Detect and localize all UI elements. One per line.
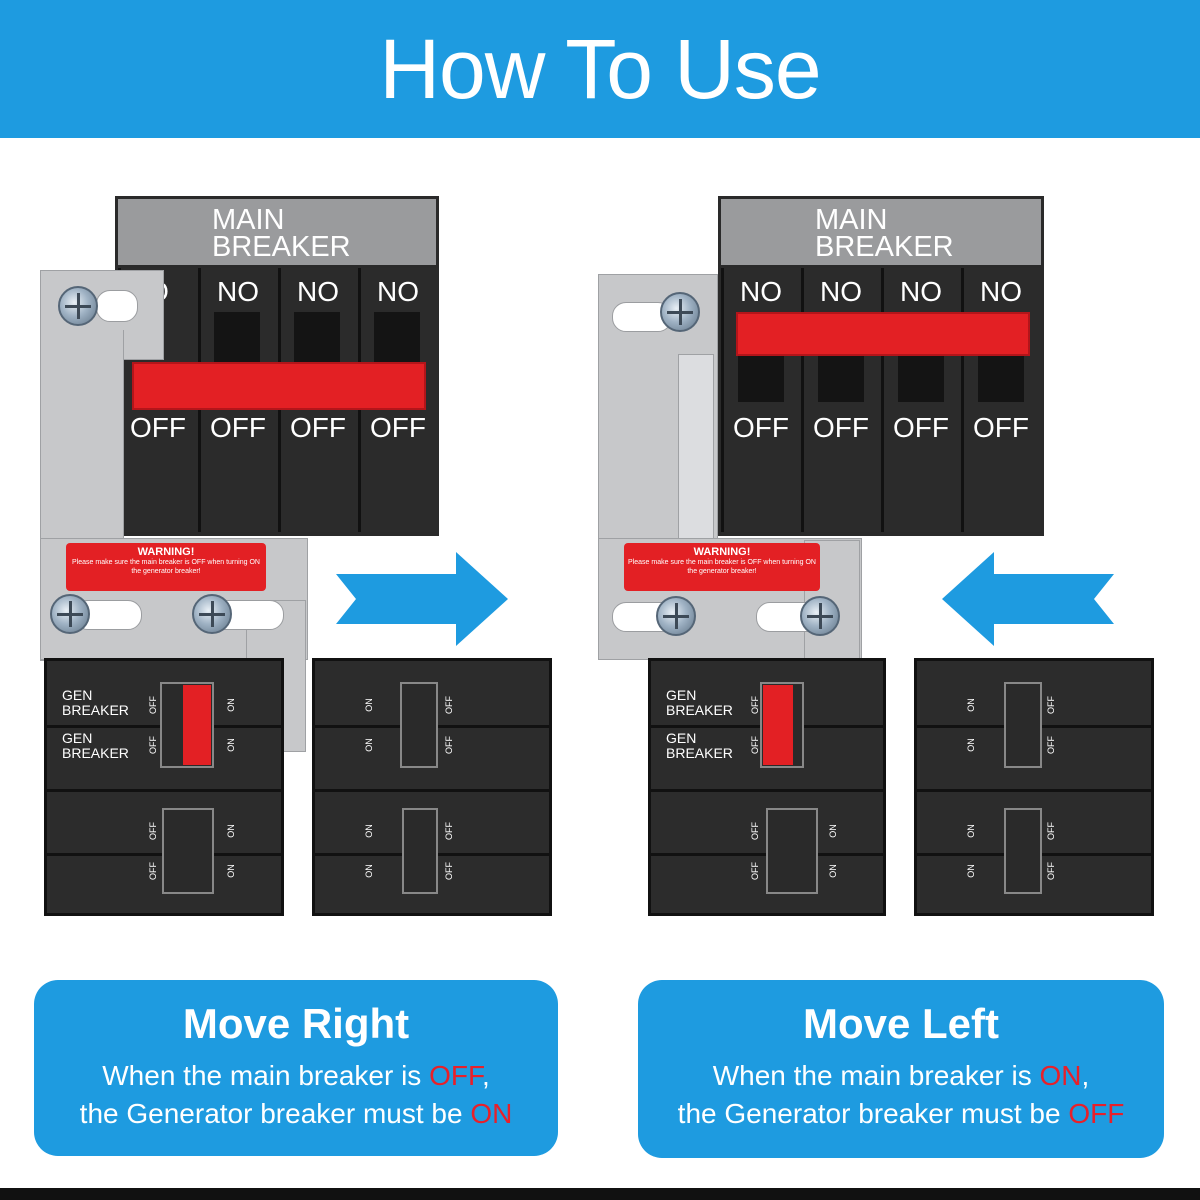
- no-label: NO: [217, 276, 259, 307]
- on-tiny-label: ON: [965, 738, 976, 752]
- gen-breaker-handle[interactable]: [183, 685, 211, 765]
- handle-slot: [214, 312, 260, 362]
- warning-label: WARNING! Please make sure the main break…: [66, 543, 266, 591]
- move-left-line-1: When the main breaker is ON,: [712, 1060, 1090, 1091]
- off-label: OFF: [210, 412, 266, 443]
- main-breaker-handle-bar[interactable]: [132, 362, 426, 410]
- breaker-toggle[interactable]: [400, 682, 438, 768]
- move-right-line-1: When the main breaker is OFF,: [102, 1060, 490, 1091]
- arrow-right-icon: [336, 552, 508, 646]
- screw-icon: [800, 596, 840, 636]
- main-breaker-label-1: MAIN: [815, 204, 888, 236]
- no-label: NO: [820, 276, 862, 307]
- move-right-title: Move Right: [182, 1000, 410, 1047]
- gen-breaker-label: GEN BREAKER: [666, 730, 733, 761]
- handle-slot: [818, 356, 864, 402]
- arrow-left-icon: [942, 552, 1114, 646]
- title-banner: How To Use: [0, 0, 1200, 138]
- main-breaker-header: MAIN BREAKER: [721, 199, 1041, 265]
- slide-slot: [96, 290, 138, 322]
- breaker-toggle[interactable]: [766, 808, 818, 894]
- on-tiny-label: ON: [827, 864, 838, 878]
- no-label: NO: [900, 276, 942, 307]
- gen-breaker-label: GEN BREAKER: [666, 687, 733, 718]
- main-breaker-label-2: BREAKER: [815, 231, 954, 263]
- breaker-toggle[interactable]: [402, 808, 438, 894]
- off-label: OFF: [290, 412, 346, 443]
- off-label: OFF: [370, 412, 426, 443]
- breaker-toggle[interactable]: [1004, 808, 1042, 894]
- gen-breaker-label: GEN BREAKER: [62, 687, 129, 718]
- handle-slot: [374, 312, 420, 362]
- screw-icon: [656, 596, 696, 636]
- off-tiny-label: OFF: [1046, 696, 1056, 714]
- bottom-border: [0, 1188, 1200, 1200]
- gen-breaker-handle[interactable]: [763, 685, 793, 765]
- breaker-toggle[interactable]: [162, 808, 214, 894]
- move-right-card: Move Right When the main breaker is OFF,…: [34, 980, 558, 1156]
- left-diagram: MAIN BREAKER O NO NO NO OFF OFF OFF OFF …: [40, 196, 552, 916]
- off-tiny-label: OFF: [750, 736, 760, 754]
- off-label: OFF: [733, 412, 789, 443]
- move-left-title: Move Left: [802, 1000, 999, 1047]
- no-label: NO: [377, 276, 419, 307]
- move-left-card: Move Left When the main breaker is ON, t…: [638, 980, 1164, 1158]
- warning-text: Please make sure the main breaker is OFF…: [628, 559, 816, 575]
- move-right-line-2: the Generator breaker must be ON: [79, 1098, 513, 1129]
- warning-text: Please make sure the main breaker is OFF…: [72, 559, 260, 575]
- handle-slot: [978, 356, 1024, 402]
- warning-label: WARNING! Please make sure the main break…: [624, 543, 820, 591]
- handle-slot: [898, 356, 944, 402]
- main-breaker-label-1: MAIN: [212, 204, 285, 236]
- off-tiny-label: OFF: [750, 822, 760, 840]
- off-label: OFF: [813, 412, 869, 443]
- off-label: OFF: [893, 412, 949, 443]
- screw-icon: [660, 292, 700, 332]
- on-tiny-label: ON: [965, 824, 976, 838]
- off-tiny-label: OFF: [750, 862, 760, 880]
- screw-icon: [192, 594, 232, 634]
- on-tiny-label: ON: [827, 824, 838, 838]
- page-title: How To Use: [379, 22, 821, 116]
- screw-icon: [50, 594, 90, 634]
- no-label: NO: [980, 276, 1022, 307]
- move-left-line-2: the Generator breaker must be OFF: [677, 1098, 1125, 1129]
- main-breaker-handle-bar[interactable]: [736, 312, 1030, 356]
- handle-slot: [738, 356, 784, 402]
- handle-slot: [294, 312, 340, 362]
- warning-title: WARNING!: [693, 546, 751, 558]
- right-diagram: MAIN BREAKER NO NO NO NO OFF OFF OFF OFF…: [598, 196, 1154, 916]
- off-tiny-label: OFF: [1046, 862, 1056, 880]
- gen-breaker-label: GEN BREAKER: [62, 730, 129, 761]
- on-tiny-label: ON: [965, 864, 976, 878]
- interlock-plate-rail: [678, 354, 714, 542]
- off-label: OFF: [973, 412, 1029, 443]
- off-label: OFF: [130, 412, 186, 443]
- off-tiny-label: OFF: [1046, 736, 1056, 754]
- no-label: NO: [297, 276, 339, 307]
- main-breaker-label-2: BREAKER: [212, 231, 351, 263]
- off-tiny-label: OFF: [750, 696, 760, 714]
- on-tiny-label: ON: [965, 698, 976, 712]
- no-label: NO: [740, 276, 782, 307]
- off-tiny-label: OFF: [1046, 822, 1056, 840]
- breaker-toggle[interactable]: [1004, 682, 1042, 768]
- main-breaker-header: MAIN BREAKER: [118, 199, 436, 265]
- warning-title: WARNING!: [137, 546, 195, 558]
- screw-icon: [58, 286, 98, 326]
